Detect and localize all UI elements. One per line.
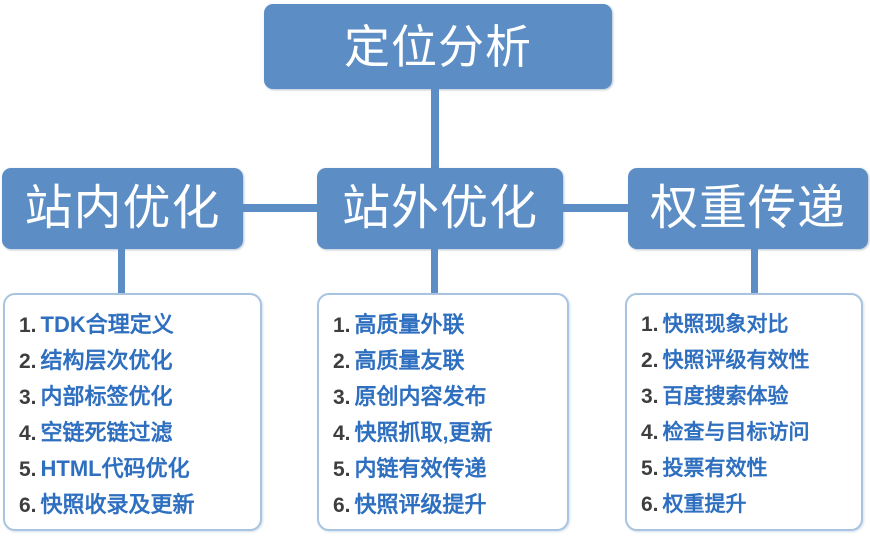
connector-middle-to-right — [561, 204, 630, 212]
list-item-number: 2. — [333, 350, 351, 373]
listbox-2: 1. 快照现象对比 2. 快照评级有效性 3. 百度搜索体验 4. 检查与目标访… — [625, 293, 863, 531]
connector-left-to-middle — [241, 204, 319, 212]
node-branch-0[interactable]: 站内优化 — [2, 168, 243, 249]
node-branch-2-label: 权重传递 — [649, 181, 846, 235]
list-item: 5. 投票有效性 — [627, 452, 861, 482]
connector-branch-0-to-list — [118, 247, 125, 295]
list-item-number: 3. — [333, 386, 351, 409]
list-item-text: 结构层次优化 — [40, 348, 173, 373]
list-item: 5. 内链有效传递 — [319, 451, 567, 483]
node-root-label: 定位分析 — [344, 20, 532, 73]
node-branch-0-label: 站内优化 — [24, 181, 221, 235]
list-item: 6. 快照收录及更新 — [5, 487, 260, 519]
node-branch-1-label: 站外优化 — [341, 181, 538, 235]
list-item: 6. 权重提升 — [627, 488, 861, 518]
list-item-number: 4. — [333, 422, 351, 445]
connector-branch-2-to-list — [751, 247, 758, 295]
connector-branch-1-to-list — [431, 247, 438, 295]
list-item-text: 内链有效传递 — [354, 456, 487, 481]
list-item-text: 检查与目标访问 — [662, 421, 810, 444]
list-item-number: 6. — [641, 493, 659, 516]
list-item-text: 高质量友联 — [354, 348, 465, 373]
list-item-number: 2. — [641, 349, 659, 372]
list-item: 2. 结构层次优化 — [5, 343, 260, 375]
list-item-number: 5. — [333, 458, 351, 481]
list-item-number: 3. — [19, 386, 37, 409]
list-item: 4. 快照抓取,更新 — [319, 415, 567, 447]
list-item-text: 快照现象对比 — [662, 313, 789, 336]
list-item-text: 空链死链过滤 — [40, 420, 173, 445]
node-branch-2[interactable]: 权重传递 — [628, 168, 868, 249]
list-item-text: 快照收录及更新 — [40, 492, 195, 517]
list-item-text: HTML代码优化 — [40, 456, 190, 481]
list-item-number: 1. — [19, 314, 37, 337]
list-item: 2. 高质量友联 — [319, 343, 567, 375]
list-item-number: 4. — [19, 422, 37, 445]
list-item: 5. HTML代码优化 — [5, 451, 260, 483]
listbox-0: 1. TDK合理定义 2. 结构层次优化 3. 内部标签优化 4. 空链死链过滤… — [3, 293, 262, 531]
connector-root-to-middle — [431, 89, 439, 169]
list-item-text: 投票有效性 — [662, 457, 768, 480]
list-item-text: 快照评级提升 — [354, 492, 487, 517]
list-item: 3. 百度搜索体验 — [627, 380, 861, 410]
list-item-number: 3. — [641, 385, 659, 408]
list-item-number: 6. — [333, 494, 351, 517]
list-item: 4. 检查与目标访问 — [627, 416, 861, 446]
list-item: 6. 快照评级提升 — [319, 487, 567, 519]
listbox-1: 1. 高质量外联 2. 高质量友联 3. 原创内容发布 4. 快照抓取,更新 5… — [317, 293, 569, 531]
list-item-text: 高质量外联 — [354, 312, 465, 337]
node-root[interactable]: 定位分析 — [264, 4, 612, 89]
list-item-number: 5. — [641, 457, 659, 480]
list-item-number: 6. — [19, 494, 37, 517]
list-item-number: 1. — [333, 314, 351, 337]
list-item: 4. 空链死链过滤 — [5, 415, 260, 447]
list-item: 1. 高质量外联 — [319, 307, 567, 339]
list-item-text: 快照评级有效性 — [662, 349, 810, 372]
list-item-text: 快照抓取,更新 — [354, 420, 493, 445]
list-item-text: 内部标签优化 — [40, 384, 173, 409]
list-item: 2. 快照评级有效性 — [627, 344, 861, 374]
list-item: 3. 原创内容发布 — [319, 379, 567, 411]
list-item-number: 4. — [641, 421, 659, 444]
list-item: 1. TDK合理定义 — [5, 307, 260, 339]
list-item-text: 原创内容发布 — [354, 384, 487, 409]
list-item-number: 5. — [19, 458, 37, 481]
list-item-number: 1. — [641, 313, 659, 336]
list-item-text: TDK合理定义 — [40, 312, 174, 337]
list-item-text: 百度搜索体验 — [662, 385, 789, 408]
list-item-text: 权重提升 — [662, 493, 747, 516]
list-item: 1. 快照现象对比 — [627, 308, 861, 338]
node-branch-1[interactable]: 站外优化 — [317, 168, 563, 249]
list-item: 3. 内部标签优化 — [5, 379, 260, 411]
list-item-number: 2. — [19, 350, 37, 373]
